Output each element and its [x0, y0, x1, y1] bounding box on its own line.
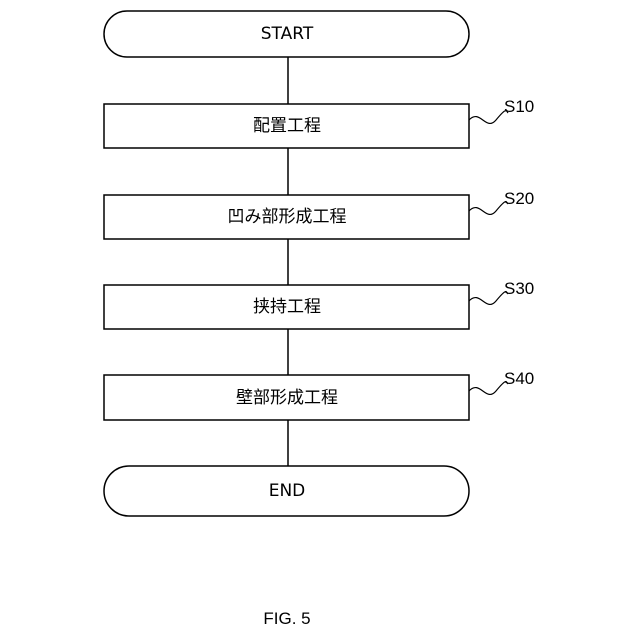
leader-line-s10	[469, 111, 508, 124]
step-id-s40: S40	[504, 369, 534, 388]
process-step-s20: 凹み部形成工程 S20	[104, 189, 534, 239]
start-terminator: START	[104, 11, 469, 57]
leader-line-s20	[469, 202, 508, 215]
end-terminator: END	[104, 466, 469, 516]
step-label-s40: 壁部形成工程	[236, 388, 338, 408]
leader-line-s30	[469, 292, 508, 305]
step-label-s20: 凹み部形成工程	[228, 207, 347, 227]
end-label: END	[269, 481, 306, 501]
step-id-s20: S20	[504, 189, 534, 208]
step-label-s10: 配置工程	[253, 116, 321, 136]
step-label-s30: 挟持工程	[253, 297, 321, 317]
figure-caption: FIG. 5	[263, 609, 310, 628]
process-step-s40: 壁部形成工程 S40	[104, 369, 534, 420]
start-label: START	[261, 24, 314, 44]
step-id-s10: S10	[504, 97, 534, 116]
process-step-s30: 挟持工程 S30	[104, 279, 534, 329]
step-id-s30: S30	[504, 279, 534, 298]
process-step-s10: 配置工程 S10	[104, 97, 534, 148]
leader-line-s40	[469, 382, 508, 395]
